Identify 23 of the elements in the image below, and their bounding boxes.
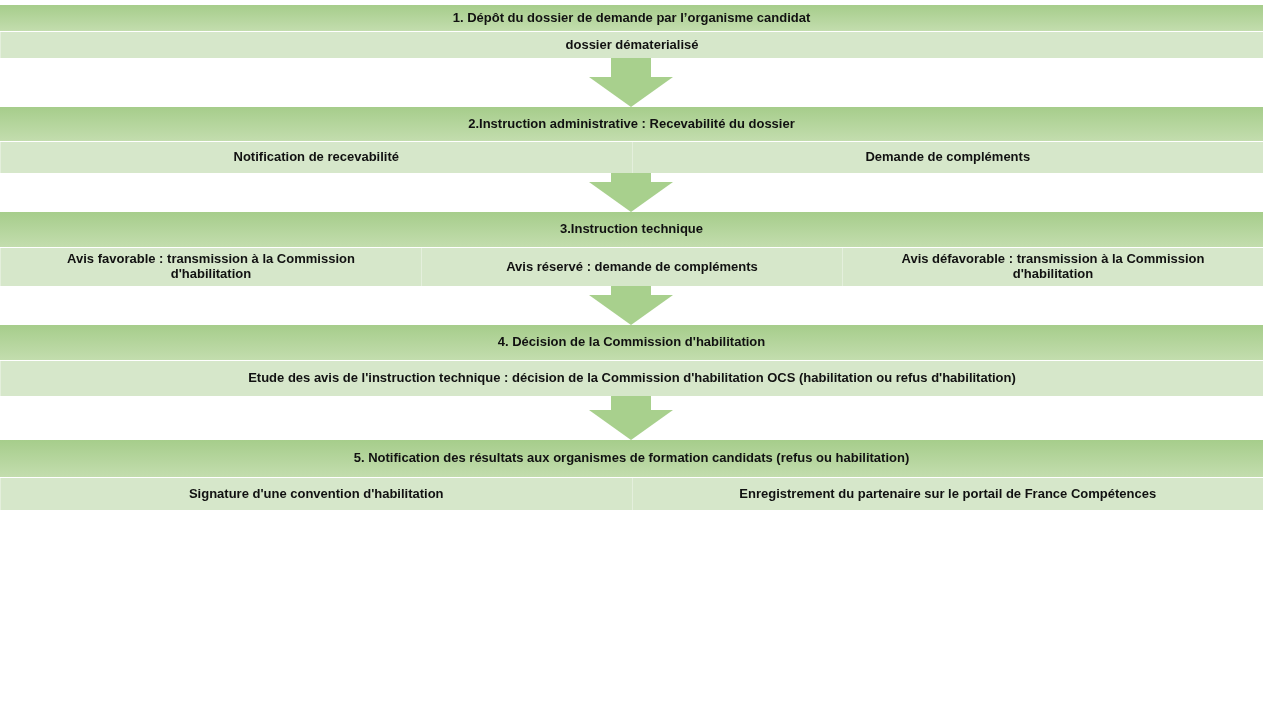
step-text: Signature d'une convention d'habilitation — [188, 486, 444, 502]
stage-title: 5. Notification des résultats aux organismes de formation candidats (refus ou habilitation) — [353, 451, 910, 466]
stage-title: 3.Instruction technique — [560, 222, 703, 237]
step-text: dossier dématerialisé — [565, 37, 699, 53]
step-text: Avis réservé : demande de compléments — [506, 259, 758, 275]
block-arrow — [589, 173, 673, 212]
stage-panel — [0, 440, 1263, 510]
step-text: Notification de recevabilité — [233, 150, 399, 165]
stage-title: 4. Décision de la Commission d'habilitation — [497, 335, 766, 350]
stage-panel — [0, 107, 1263, 173]
block-arrow — [589, 396, 673, 440]
stage-title: 2.Instruction administrative : Recevabilité du dossier — [468, 116, 795, 132]
stage-panel — [0, 5, 1263, 58]
step-text: Demande de compléments — [865, 150, 1031, 165]
stage-panel — [0, 325, 1263, 396]
block-arrow — [589, 286, 673, 325]
step-text: Avis favorable : transmission à la Commission d'habilitation — [66, 252, 356, 282]
stage-title: 1. Dépôt du dossier de demande par l’organisme candidat — [452, 10, 811, 26]
block-arrow — [589, 58, 673, 107]
step-text: Etude des avis de l'instruction technique : décision de la Commission d'habilitation OCS (habilitation ou refus d'habilitation) — [248, 371, 1016, 386]
step-text: Enregistrement du partenaire sur le portail de France Compétences — [739, 486, 1157, 502]
step-text: Avis défavorable : transmission à la Commission d'habilitation — [900, 252, 1206, 282]
stage-panel — [0, 212, 1263, 286]
